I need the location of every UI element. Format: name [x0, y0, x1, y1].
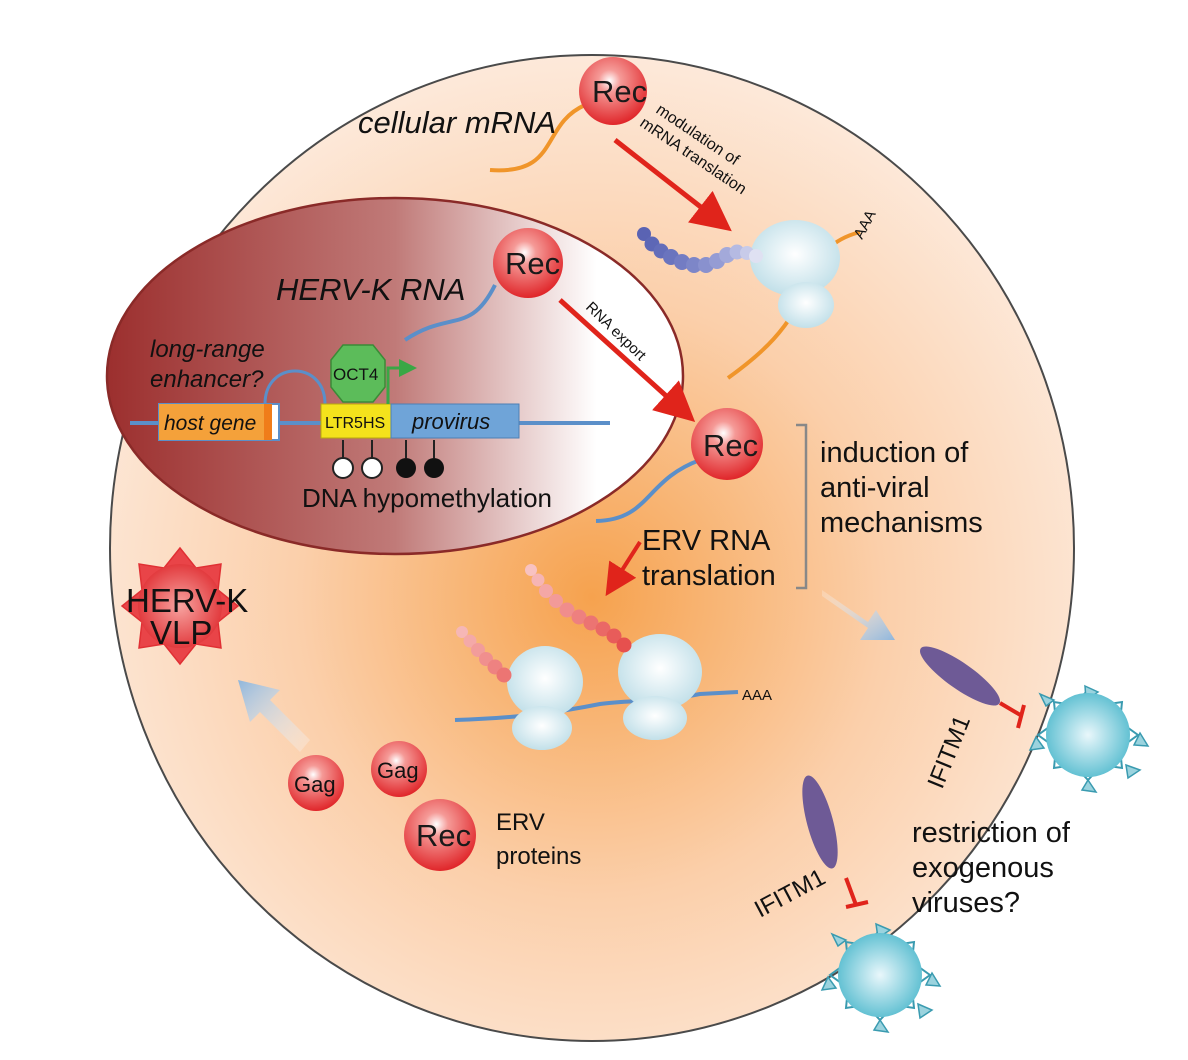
rec-protein-cytoplasm [691, 408, 763, 480]
cellular-mrna-label: cellular mRNA [358, 105, 556, 140]
methylation-marks [332, 440, 444, 479]
transcription-start-arrow [386, 359, 417, 404]
bottom-ribosome-2-small [623, 696, 687, 740]
exogenous-virus-lower [820, 922, 942, 1033]
rna-export-arrow [558, 298, 696, 423]
induction-label-3: mechanisms [820, 507, 983, 539]
vlp-label-2: VLP [150, 614, 212, 651]
erv-proteins-label-1: ERV [496, 809, 545, 836]
gag-protein-1 [288, 755, 344, 811]
erv-proteins-label-2: proteins [496, 843, 581, 870]
herv-k-rna-label: HERV-K RNA [276, 272, 465, 307]
long-range-label-1: long-range [150, 336, 265, 363]
rec-protein-top [579, 57, 647, 125]
restriction-label-2: exogenous [912, 852, 1054, 884]
bottom-ribosome-1-large [507, 646, 583, 718]
top-ribosome-small [778, 282, 834, 328]
erv-rna-translation-label-2: translation [642, 560, 776, 592]
translation-arrow [605, 540, 642, 597]
gag-protein-2 [371, 741, 427, 797]
host-gene-marker [264, 404, 272, 440]
ifitm1-lower [802, 775, 838, 869]
aaa-label-bottom: AAA [742, 687, 772, 704]
herv-k-rna-strand [403, 284, 497, 342]
rec-protein-bottom [404, 799, 476, 871]
induction-bracket [796, 423, 808, 590]
restriction-label-1: restriction of [912, 817, 1071, 849]
assembly-fade-arrow [238, 680, 310, 752]
herv-k-vlp [120, 546, 240, 666]
host-gene-fill [159, 404, 264, 440]
rec-label-cytoplasm: Rec [703, 428, 758, 463]
long-range-label-2: enhancer? [150, 366, 264, 393]
rec-protein-nucleus [493, 228, 563, 298]
cellular-mrna-strand [489, 103, 586, 173]
bottom-ribosome-1-small [512, 706, 572, 750]
bottom-ribosome-2-large [618, 634, 702, 710]
inhibition-upper [998, 701, 1026, 729]
gag-label-1: Gag [294, 772, 336, 797]
erv-rna-strand [595, 458, 701, 523]
vlp-label-1: HERV-K [126, 582, 248, 619]
polypeptide-chain-red-2 [525, 564, 632, 653]
polypeptide-chain-red-1 [456, 626, 512, 683]
oct4-octagon [330, 344, 386, 403]
ifitm1-upper [919, 646, 1001, 706]
top-ribosome-large [750, 220, 840, 296]
gag-label-2: Gag [377, 758, 419, 783]
polypeptide-chain-blue [637, 227, 763, 273]
induction-label-2: anti-viral [820, 472, 930, 504]
erv-rna-translation-label-1: ERV RNA [642, 525, 771, 557]
host-gene-label: host gene [164, 412, 256, 435]
induction-fade-arrow [822, 590, 895, 640]
dna-hypomethylation-label: DNA hypomethylation [302, 483, 552, 513]
enhancer-loop [263, 369, 327, 405]
inhibition-lower [844, 877, 869, 909]
exogenous-virus-upper [1028, 684, 1150, 793]
rec-label-bottom: Rec [416, 818, 471, 853]
rec-label-nucleus: Rec [505, 246, 560, 281]
oct4-label: OCT4 [333, 365, 378, 384]
modulation-arrow [613, 138, 732, 232]
restriction-label-3: viruses? [912, 887, 1020, 919]
rec-label-top: Rec [592, 74, 647, 109]
induction-label-1: induction of [820, 437, 969, 469]
ltr5hs-box [320, 403, 392, 439]
provirus-label: provirus [411, 409, 490, 434]
provirus-box [390, 403, 520, 439]
ltr5hs-label: LTR5HS [325, 415, 385, 432]
